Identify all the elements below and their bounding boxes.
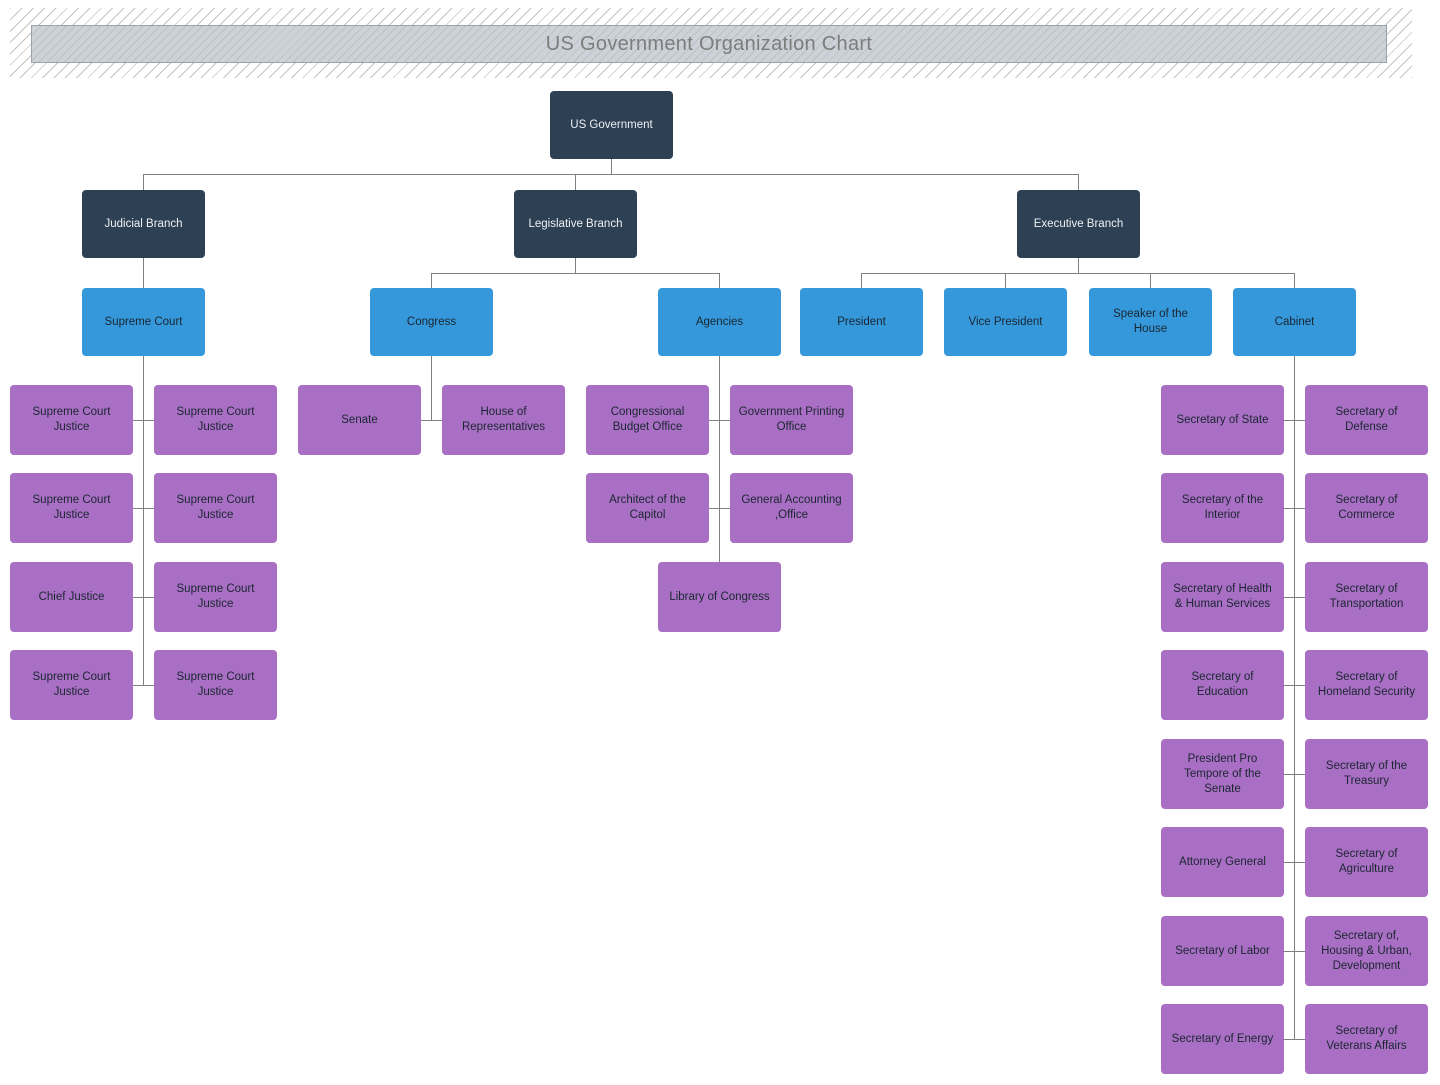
title-hatch-background: US Government Organization Chart [10,8,1412,78]
node-vice-president: Vice President [944,288,1067,356]
node-secretary-of-defense: Secretary of Defense [1305,385,1428,455]
node-secretary-of-commerce: Secretary of Commerce [1305,473,1428,543]
node-secretary-of-veterans-affairs: Secretary of Veterans Affairs [1305,1004,1428,1074]
node-supreme-court-justice-6: Supreme Court Justice [10,650,133,720]
node-secretary-of-education: Secretary of Education [1161,650,1284,720]
node-secretary-of-agriculture: Secretary of Agriculture [1305,827,1428,897]
node-secretary-of-health-human-services: Secretary of Health & Human Services [1161,562,1284,632]
node-senate: Senate [298,385,421,455]
node-congress: Congress [370,288,493,356]
node-secretary-of-transportation: Secretary of Transportation [1305,562,1428,632]
node-secretary-of-state: Secretary of State [1161,385,1284,455]
node-house-of-representatives: House of Representatives [442,385,565,455]
node-secretary-of-energy: Secretary of Energy [1161,1004,1284,1074]
node-supreme-court-justice-5: Supreme Court Justice [154,562,277,632]
node-secretary-of-the-interior: Secretary of the Interior [1161,473,1284,543]
node-supreme-court: Supreme Court [82,288,205,356]
node-supreme-court-justice-4: Supreme Court Justice [154,473,277,543]
node-supreme-court-justice-3: Supreme Court Justice [10,473,133,543]
node-supreme-court-justice-1: Supreme Court Justice [10,385,133,455]
node-library-of-congress: Library of Congress [658,562,781,632]
node-president-pro-tempore-of-the-senate: President Pro Tempore of the Senate [1161,739,1284,809]
node-supreme-court-justice-7: Supreme Court Justice [154,650,277,720]
node-supreme-court-justice-2: Supreme Court Justice [154,385,277,455]
node-secretary-of-housing-urban-development: Secretary of, Housing & Urban, Developme… [1305,916,1428,986]
node-secretary-of-the-treasury: Secretary of the Treasury [1305,739,1428,809]
chart-title: US Government Organization Chart [545,32,873,55]
node-attorney-general: Attorney General [1161,827,1284,897]
node-secretary-of-labor: Secretary of Labor [1161,916,1284,986]
node-president: President [800,288,923,356]
node-chief-justice: Chief Justice [10,562,133,632]
node-government-printing-office: Government Printing Office [730,385,853,455]
node-us-government: US Government [550,91,673,159]
node-architect-of-the-capitol: Architect of the Capitol [586,473,709,543]
node-general-accounting-office: General Accounting ,Office [730,473,853,543]
node-congressional-budget-office: Congressional Budget Office [586,385,709,455]
chart-title-banner: US Government Organization Chart [31,25,1387,63]
node-agencies: Agencies [658,288,781,356]
node-secretary-of-homeland-security: Secretary of Homeland Security [1305,650,1428,720]
node-executive-branch: Executive Branch [1017,190,1140,258]
node-speaker-of-the-house: Speaker of the House [1089,288,1212,356]
node-legislative-branch: Legislative Branch [514,190,637,258]
node-judicial-branch: Judicial Branch [82,190,205,258]
node-cabinet: Cabinet [1233,288,1356,356]
